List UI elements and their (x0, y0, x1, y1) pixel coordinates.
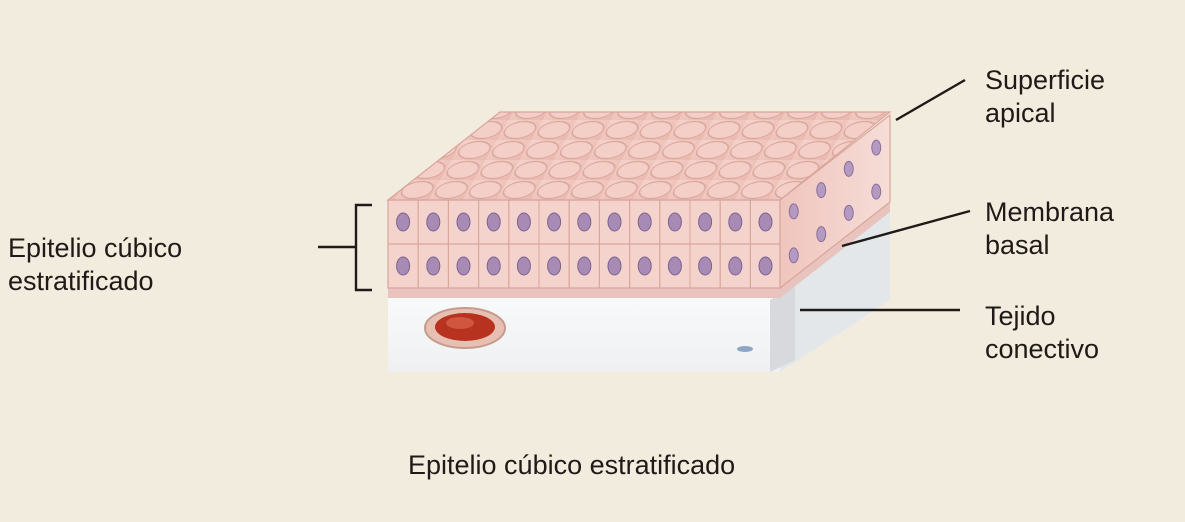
label-membrana-basal-line2: basal (985, 230, 1050, 260)
cell-nucleus (426, 256, 441, 276)
label-tejido-conectivo-line1: Tejido (985, 301, 1056, 331)
cell-nucleus (516, 256, 531, 276)
leader-membrana-basal (841, 209, 971, 248)
side-cell-nucleus (871, 183, 882, 200)
cell-nucleus (728, 256, 743, 276)
cell-nucleus (426, 212, 441, 232)
label-superficie-apical: Superficie apical (985, 64, 1105, 130)
label-tejido-conectivo: Tejido conectivo (985, 300, 1099, 366)
label-superficie-apical-line1: Superficie (985, 65, 1106, 95)
leader-lines (318, 78, 971, 312)
epithelium-front-face (387, 199, 782, 289)
cell-nucleus (456, 256, 471, 276)
cell-nucleus (396, 256, 411, 276)
cell-nucleus (607, 256, 622, 276)
side-cell-nucleus (816, 182, 827, 199)
cell-nucleus (516, 212, 531, 232)
cell-nucleus (607, 212, 622, 232)
cell-nucleus (547, 212, 562, 232)
cell-nucleus (728, 212, 743, 232)
label-membrana-basal: Membrana basal (985, 196, 1114, 262)
side-cell-nucleus (788, 247, 799, 264)
bracket-epitelio (318, 203, 372, 292)
cell-nucleus (396, 212, 411, 232)
cell-nucleus (758, 256, 773, 276)
cell-nucleus (758, 212, 773, 232)
cell-nucleus (667, 212, 682, 232)
cell-nucleus (698, 256, 713, 276)
cell-nucleus (637, 212, 652, 232)
cell-nucleus (486, 256, 501, 276)
label-membrana-basal-line1: Membrana (985, 197, 1115, 227)
epithelium-side-face (779, 113, 891, 290)
leader-superficie-apical (895, 78, 966, 122)
cell-nucleus (547, 256, 562, 276)
side-cell-nucleus (871, 139, 882, 156)
label-superficie-apical-line2: apical (985, 98, 1056, 128)
cell-nucleus (637, 256, 652, 276)
cell-nucleus (577, 212, 592, 232)
cell-nucleus (698, 212, 713, 232)
side-cell-nucleus (788, 203, 799, 220)
side-cell-nucleus (843, 160, 854, 177)
cell-nucleus (577, 256, 592, 276)
label-epitelio-line1: Epitelio cúbico (8, 233, 183, 263)
label-tejido-conectivo-line2: conectivo (985, 334, 1100, 364)
cell-nucleus (486, 212, 501, 232)
side-cell-nucleus (843, 204, 854, 221)
cell-nucleus (667, 256, 682, 276)
blood-vessel (424, 307, 506, 349)
label-epitelio-line2: estratificado (8, 266, 154, 296)
cell-nucleus (456, 212, 471, 232)
apical-surface (386, 111, 892, 201)
figure-caption: Epitelio cúbico estratificado (408, 450, 736, 480)
label-epitelio-cubico: Epitelio cúbico estratificado (8, 232, 182, 298)
side-cell-nucleus (816, 226, 827, 243)
